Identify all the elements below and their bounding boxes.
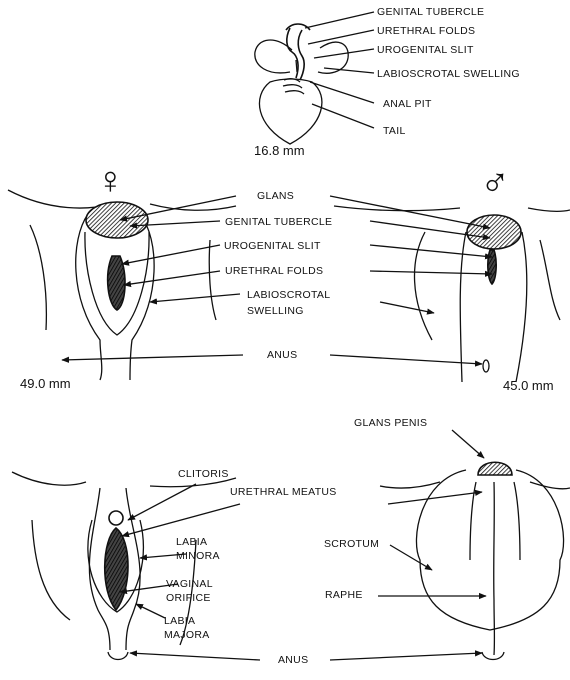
label-scrotum: SCROTUM xyxy=(324,538,379,550)
label-urethral-meatus: URETHRAL MEATUS xyxy=(230,486,337,498)
label-urogenital-slit-top: UROGENITAL SLIT xyxy=(377,44,474,56)
label-urogenital-slit: UROGENITAL SLIT xyxy=(224,240,321,252)
label-labioscrotal: LABIOSCROTAL xyxy=(247,289,330,301)
label-vaginal: VAGINAL xyxy=(166,578,213,590)
label-urethral-folds: URETHRAL FOLDS xyxy=(225,265,323,277)
label-labia-minora-1: LABIA xyxy=(176,536,207,548)
male-size: 45.0 mm xyxy=(503,378,554,393)
female-stage2-illustration xyxy=(8,190,236,380)
label-glans-penis: GLANS PENIS xyxy=(354,417,427,429)
label-swelling: SWELLING xyxy=(247,305,304,317)
label-labia-minora-2: MINORA xyxy=(176,550,220,562)
label-anus-stage3: ANUS xyxy=(278,654,308,666)
label-raphe: RAPHE xyxy=(325,589,363,601)
label-orifice: ORIFICE xyxy=(166,592,211,604)
label-urethral-folds-top: URETHRAL FOLDS xyxy=(377,25,475,37)
label-tail: TAIL xyxy=(383,125,406,137)
label-genital-tubercle: GENITAL TUBERCLE xyxy=(225,216,332,228)
label-anal-pit: ANAL PIT xyxy=(383,98,432,110)
label-clitoris: CLITORIS xyxy=(178,468,229,480)
stage1-size: 16.8 mm xyxy=(254,143,305,158)
label-labia-majora-2: MAJORA xyxy=(164,629,210,641)
male-symbol: ♂ xyxy=(480,161,510,205)
label-genital-tubercle-top: GENITAL TUBERCLE xyxy=(377,6,484,18)
stage1-leaders xyxy=(305,12,374,128)
stage1-illustration xyxy=(255,24,348,144)
male-stage3-illustration xyxy=(380,462,570,659)
label-glans: GLANS xyxy=(257,190,294,202)
label-labia-majora-1: LABIA xyxy=(164,615,195,627)
label-anus-stage2: ANUS xyxy=(267,349,297,361)
female-symbol: ♀ xyxy=(96,160,125,202)
label-labioscrotal-swelling-top: LABIOSCROTAL SWELLING xyxy=(377,68,520,80)
female-size: 49.0 mm xyxy=(20,376,71,391)
